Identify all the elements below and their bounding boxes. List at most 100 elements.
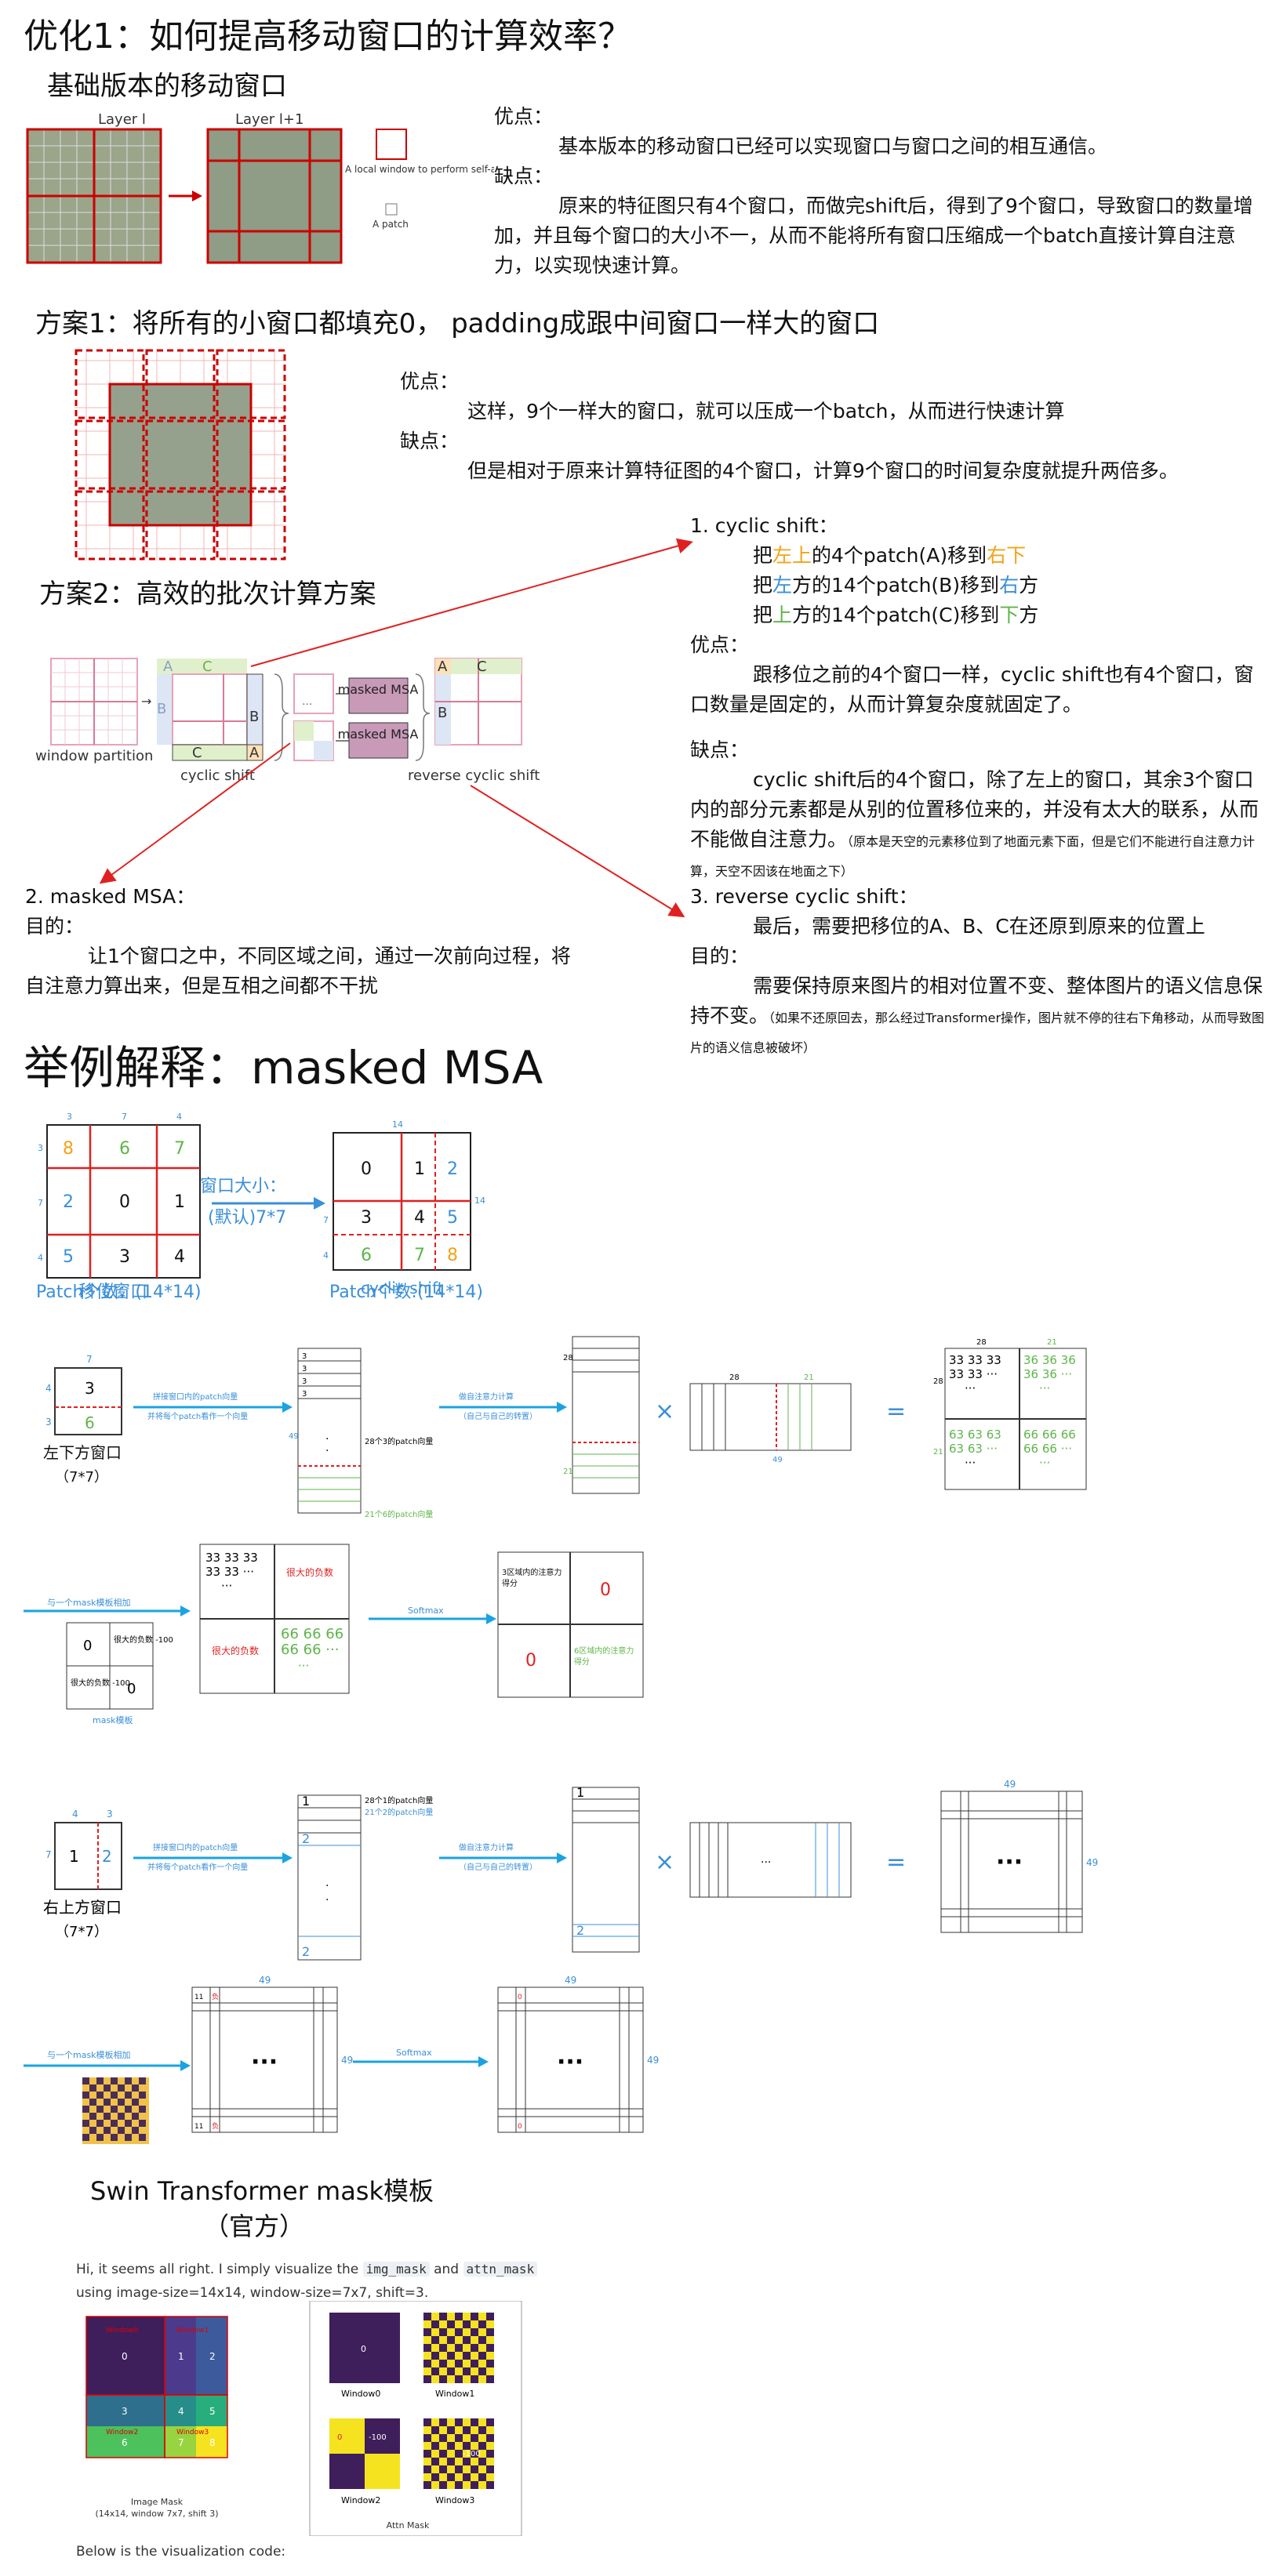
step2-goal-text: 让1个窗口之中，不同区域之间，通过一次前向过程，将自注意力算出来，但是互相之间都… [25, 945, 571, 997]
tr-equals: = [886, 1849, 906, 1876]
cyclic-shift-label: cyclic shift [180, 767, 255, 784]
svg-text:1: 1 [576, 1785, 584, 1800]
plan1-pros-label: 优点： [400, 370, 460, 393]
svg-text:3: 3 [67, 1112, 72, 1122]
svg-text:33 33 33: 33 33 33 [949, 1353, 1001, 1367]
svg-text:3: 3 [45, 1417, 52, 1428]
bottom-left-mask-figure: 与一个mask模板相加 0 很大的负数 -100 很大的负数 -100 0 ma… [24, 1544, 644, 1725]
svg-text:21: 21 [804, 1373, 814, 1382]
local-window-label: A local window to perform self-attention [345, 164, 494, 175]
svg-text:28: 28 [729, 1373, 740, 1382]
reverse-cyclic-shift-label: reverse cyclic shift [408, 767, 540, 784]
svg-text:28个1的patch向量: 28个1的patch向量 [365, 1795, 433, 1805]
tr-window-label: 右上方窗口 [43, 1898, 122, 1917]
left-grid-caption1: 移位窗口 [78, 1283, 147, 1302]
svg-text:21: 21 [563, 1468, 573, 1476]
svg-text:负: 负 [212, 1992, 219, 2001]
svg-text:3: 3 [302, 1365, 307, 1373]
svg-text:5: 5 [63, 1247, 74, 1267]
svg-text:7: 7 [122, 1112, 127, 1122]
svg-text:做自注意力计算: 做自注意力计算 [459, 1391, 514, 1402]
svg-text:0: 0 [361, 2344, 366, 2354]
basic-description: 优点： 基本版本的移动窗口已经可以实现窗口与窗口之间的相互通信。 缺点： 原来的… [494, 102, 1270, 281]
official-mask-figure: 0 1 2 3 4 5 6 7 8 Window0 Window1 Window… [85, 2301, 522, 2536]
page-title: 优化1：如何提高移动窗口的计算效率？ [24, 16, 632, 56]
svg-text:49: 49 [565, 1976, 576, 1986]
step3-block: 3. reverse cyclic shift： 最后，需要把移位的A、B、C在… [690, 882, 1270, 1061]
svg-text:7: 7 [38, 1198, 43, 1208]
attn-window3 [423, 2418, 494, 2489]
example-heading: 举例解释：masked MSA [24, 1041, 543, 1094]
plan1-description: 优点： 这样，9个一样大的窗口，就可以压成一个batch，从而进行快速计算 缺点… [400, 367, 1184, 486]
step1-line-1: 把左上的4个patch(A)移到右下 [753, 544, 1027, 567]
svg-text:7: 7 [414, 1246, 425, 1265]
letter-a-top: A [163, 659, 173, 675]
svg-text:Window3: Window3 [435, 2495, 474, 2505]
step3-text: 最后，需要把移位的A、B、C在还原到原来的位置上 [753, 915, 1205, 938]
step2-title: 2. masked MSA： [25, 885, 196, 908]
svg-text:4: 4 [414, 1208, 425, 1228]
svg-text:Window0: Window0 [341, 2389, 380, 2399]
svg-text:4: 4 [178, 2406, 184, 2417]
cyclic-shift-grid [157, 659, 264, 761]
svg-text:3: 3 [107, 1809, 113, 1820]
svg-text:66 66 ···: 66 66 ··· [281, 1642, 339, 1658]
svg-text:4: 4 [323, 1250, 329, 1261]
svg-text:7: 7 [178, 2437, 184, 2448]
svg-text:49: 49 [647, 2055, 659, 2066]
bl-window-size: （7*7） [55, 1469, 108, 1486]
layer-l-grid [26, 128, 162, 264]
svg-text:36 36 36: 36 36 36 [1023, 1353, 1076, 1367]
svg-text:·: · [325, 1433, 329, 1446]
svg-text:Softmax: Softmax [396, 2048, 432, 2058]
svg-text:···: ··· [996, 1849, 1023, 1876]
svg-text:5: 5 [447, 1208, 458, 1228]
plan1-cons-label: 缺点： [400, 430, 460, 452]
step1-title: 1. cyclic shift： [690, 514, 838, 537]
step1-cons-text: cyclic shift后的4个窗口，除了左上的窗口，其余3个窗口内的部分元素都… [690, 768, 1259, 879]
letter-c-top: C [202, 659, 213, 675]
letter-b-rev: B [438, 705, 447, 721]
checker-mask [82, 2077, 149, 2144]
svg-text:49: 49 [1086, 1857, 1098, 1868]
window-partition-grid [50, 658, 138, 746]
svg-text:（自己与自己的转置）: （自己与自己的转置） [459, 1411, 537, 1421]
svg-text:21个6的patch向量: 21个6的patch向量 [365, 1509, 433, 1519]
right-grid-caption1: cyclic shift [361, 1279, 444, 1297]
svg-text:0: 0 [83, 1638, 92, 1654]
letter-c-rev: C [477, 659, 487, 675]
svg-text:Softmax: Softmax [408, 1605, 444, 1616]
tr-times: × [655, 1849, 674, 1876]
svg-text:很大的负数 -100: 很大的负数 -100 [114, 1634, 173, 1645]
arrow-window-default-label: (默认)7*7 [208, 1208, 286, 1228]
plan2-arrows [99, 538, 693, 918]
svg-text:···: ··· [965, 1381, 976, 1395]
svg-text:28: 28 [563, 1354, 573, 1362]
top-right-window-figure: 1 2 4 3 7 右上方窗口 （7*7） 拼接窗口内的patch向量 并将每个… [43, 1780, 1098, 1961]
svg-text:11: 11 [194, 1994, 203, 2001]
svg-text:66 66 ···: 66 66 ··· [1023, 1442, 1072, 1456]
step1-line-2: 把左方的14个patch(B)移到右方 [753, 574, 1039, 597]
svg-text:0: 0 [361, 1159, 372, 1179]
bl-window-box [54, 1367, 122, 1435]
right-grid-caption2: Patch个数:(14*14) [329, 1283, 483, 1302]
svg-text:与一个mask模板相加: 与一个mask模板相加 [47, 1597, 131, 1608]
svg-text:Window3: Window3 [176, 2429, 209, 2436]
left-shift-grid: 8 6 7 2 0 1 5 3 4 3 7 4 3 7 4 [38, 1112, 201, 1279]
letter-b-right: B [249, 709, 259, 725]
svg-text:Window1: Window1 [435, 2389, 474, 2399]
svg-text:14: 14 [392, 1119, 403, 1130]
svg-text:0: 0 [122, 2351, 128, 2362]
basic-cons-label: 缺点： [494, 165, 554, 187]
right-shift-grid: 0 1 2 3 4 5 6 7 8 14 14 7 4 [323, 1119, 485, 1271]
svg-text:Window2: Window2 [341, 2495, 380, 2505]
attn-mask-caption: Attn Mask [387, 2520, 430, 2531]
attn-window1 [423, 2313, 494, 2383]
svg-text:3: 3 [302, 1390, 307, 1399]
svg-text:→: → [141, 694, 151, 709]
example-shift-figure: 8 6 7 2 0 1 5 3 4 3 7 4 3 7 4 移位窗口 窗口大小：… [38, 1112, 485, 1302]
svg-text:很大的负数 -100: 很大的负数 -100 [71, 1678, 130, 1688]
svg-text:1: 1 [178, 2351, 184, 2362]
step3-goal-text: 需要保持原来图片的相对位置不变、整体图片的语义信息保持不变。（如果不还原回去，那… [690, 974, 1265, 1055]
svg-text:49: 49 [259, 1976, 271, 1986]
